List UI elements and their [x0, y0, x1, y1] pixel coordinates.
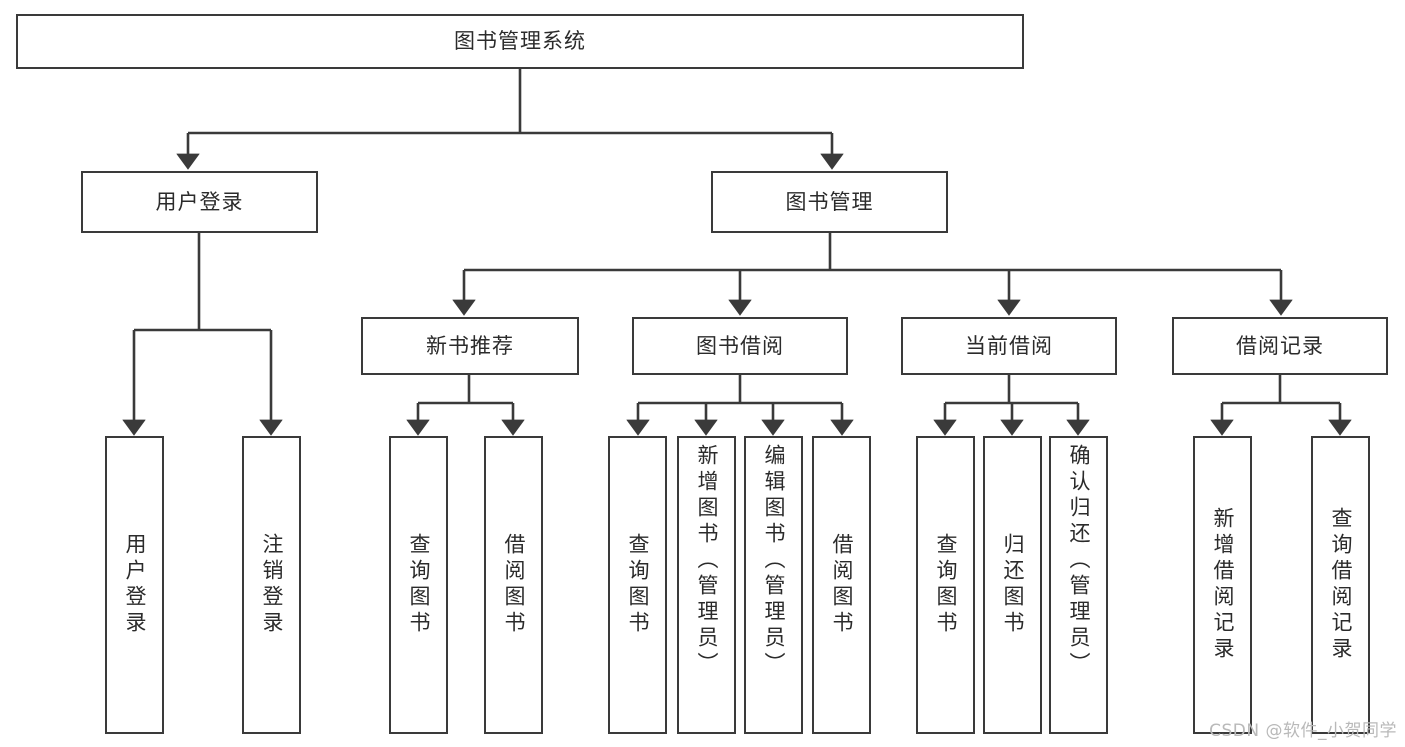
- node-label: 当前借阅: [965, 333, 1053, 358]
- leaf-new-book-query[interactable]: 查询图书: [389, 436, 448, 734]
- node-current-borrow[interactable]: 当前借阅: [901, 317, 1117, 375]
- leaf-user-login-logout[interactable]: 注销登录: [242, 436, 301, 734]
- node-label: 图书借阅: [696, 333, 784, 358]
- node-user-login[interactable]: 用户登录: [81, 171, 318, 233]
- node-label: 编辑图书（管理员）: [762, 444, 786, 678]
- node-label: 查询借阅记录: [1329, 507, 1353, 663]
- leaf-book-borrow-edit[interactable]: 编辑图书（管理员）: [744, 436, 803, 734]
- node-label: 用户登录: [155, 189, 244, 214]
- leaf-borrow-record-query[interactable]: 查询借阅记录: [1311, 436, 1370, 734]
- node-label: 归还图书: [1001, 533, 1025, 637]
- node-borrow-record[interactable]: 借阅记录: [1172, 317, 1388, 375]
- node-label: 图书管理: [785, 189, 874, 214]
- node-label: 新增借阅记录: [1211, 507, 1235, 663]
- node-label: 借阅图书: [502, 533, 526, 637]
- node-root-system[interactable]: 图书管理系统: [16, 14, 1024, 69]
- leaf-user-login-login[interactable]: 用户登录: [105, 436, 164, 734]
- node-label: 确认归还（管理员）: [1067, 444, 1091, 678]
- leaf-current-borrow-return[interactable]: 归还图书: [983, 436, 1042, 734]
- leaf-book-borrow-query[interactable]: 查询图书: [608, 436, 667, 734]
- node-label: 新书推荐: [426, 333, 514, 358]
- leaf-current-borrow-confirm-return[interactable]: 确认归还（管理员）: [1049, 436, 1108, 734]
- node-label: 借阅图书: [830, 533, 854, 637]
- node-label: 注销登录: [260, 533, 284, 637]
- node-label: 查询图书: [407, 533, 431, 637]
- node-label: 查询图书: [934, 533, 958, 637]
- node-label: 借阅记录: [1236, 333, 1324, 358]
- leaf-book-borrow-add[interactable]: 新增图书（管理员）: [677, 436, 736, 734]
- watermark-text: CSDN @软件_小贺同学: [1209, 721, 1397, 741]
- leaf-book-borrow-borrow[interactable]: 借阅图书: [812, 436, 871, 734]
- node-book-borrow[interactable]: 图书借阅: [632, 317, 848, 375]
- leaf-current-borrow-query[interactable]: 查询图书: [916, 436, 975, 734]
- leaf-borrow-record-add[interactable]: 新增借阅记录: [1193, 436, 1252, 734]
- node-label: 用户登录: [123, 533, 147, 637]
- node-label: 新增图书（管理员）: [695, 444, 719, 678]
- node-label: 查询图书: [626, 533, 650, 637]
- leaf-new-book-borrow[interactable]: 借阅图书: [484, 436, 543, 734]
- node-label: 图书管理系统: [454, 29, 586, 54]
- node-new-book-recommend[interactable]: 新书推荐: [361, 317, 579, 375]
- node-book-management[interactable]: 图书管理: [711, 171, 948, 233]
